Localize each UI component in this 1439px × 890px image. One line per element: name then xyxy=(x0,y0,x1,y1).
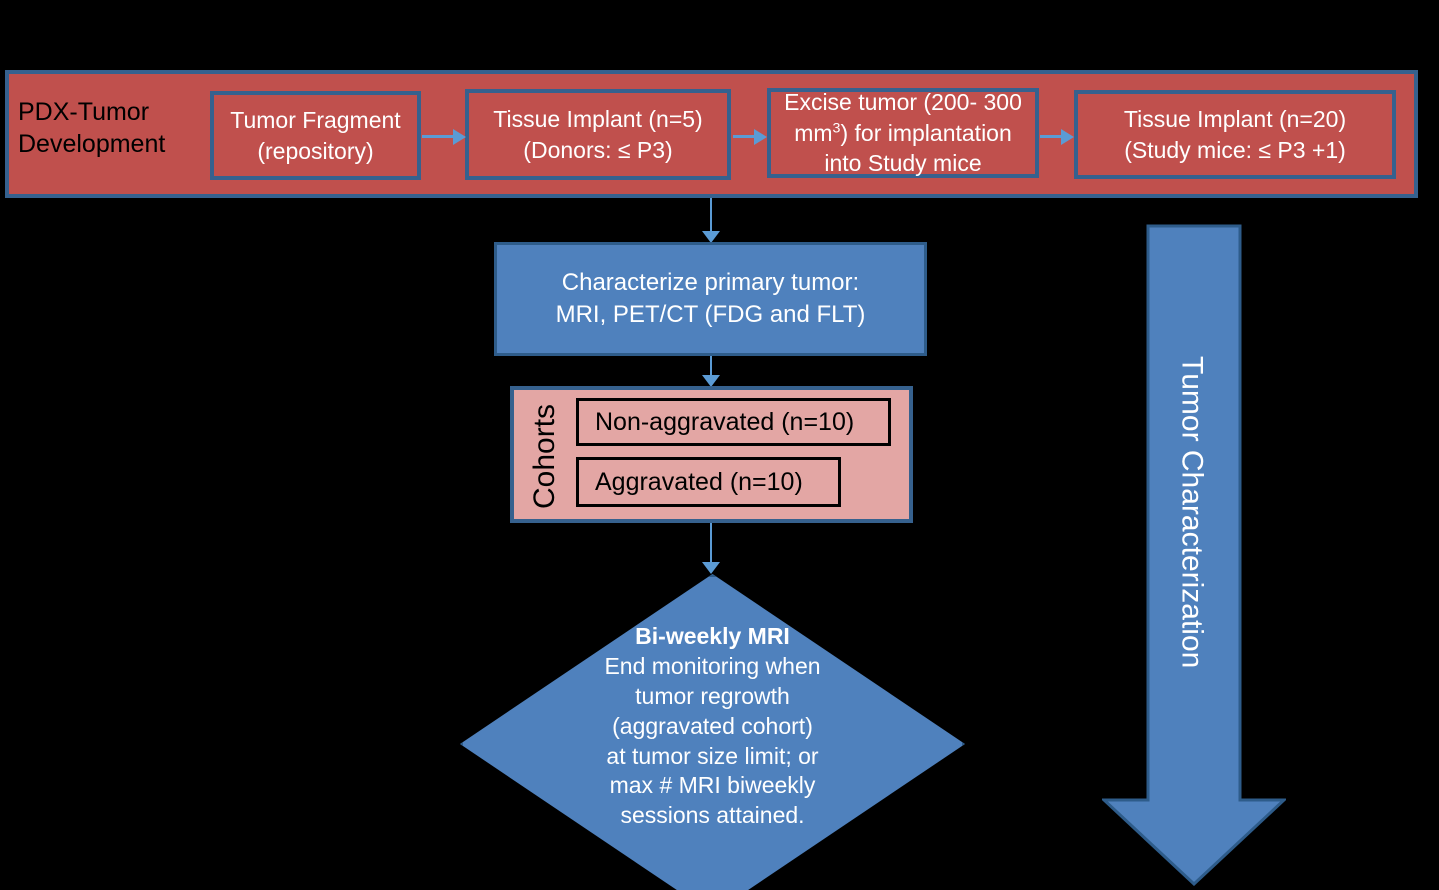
decision-line2: tumor regrowth xyxy=(635,682,790,709)
cohort-item-aggravated[interactable]: Aggravated (n=10) xyxy=(576,457,841,507)
decision-line1: End monitoring when xyxy=(604,652,821,679)
arrow-head-right-icon xyxy=(453,129,466,145)
connector-arrow-right-2 xyxy=(733,129,767,145)
arrow-head-down-icon xyxy=(702,375,720,387)
connector-arrow-down-1 xyxy=(702,198,720,244)
excise-tumor-line1: Excise tumor (200- 300 xyxy=(784,89,1022,116)
characterize-line2: MRI, PET/CT (FDG and FLT) xyxy=(555,301,866,328)
cohort-aggravated-label: Aggravated (n=10) xyxy=(595,467,803,496)
connector-arrow-right-3 xyxy=(1040,129,1074,145)
decision-diamond[interactable]: Bi-weekly MRI End monitoring when tumor … xyxy=(460,574,965,890)
tissue-implant-5-line2: (Donors: ≤ P3) xyxy=(523,136,673,163)
arrow-shaft xyxy=(710,523,712,563)
decision-line6: sessions attained. xyxy=(620,802,805,829)
tissue-implant-20-line2: (Study mice: ≤ P3 +1) xyxy=(1124,136,1346,163)
excise-tumor-unit: mm xyxy=(794,119,833,146)
process-box-excise-tumor[interactable]: Excise tumor (200- 300 mm3) for implanta… xyxy=(767,88,1039,178)
connector-arrow-down-3 xyxy=(702,523,720,575)
down-arrow-icon xyxy=(1102,224,1286,886)
excise-tumor-line2: ) for implantation xyxy=(840,119,1012,146)
excise-tumor-superscript: 3 xyxy=(832,120,841,137)
tumor-characterization-label: Tumor Characterization xyxy=(1175,355,1209,669)
cohort-non-aggravated-label: Non-aggravated (n=10) xyxy=(595,407,855,436)
decision-line3: (aggravated cohort) xyxy=(612,712,813,739)
decision-diamond-text: Bi-weekly MRI End monitoring when tumor … xyxy=(548,622,878,831)
arrow-shaft xyxy=(710,356,712,376)
arrow-head-right-icon xyxy=(754,129,767,145)
cohorts-group: Cohorts Non-aggravated (n=10) Aggravated… xyxy=(510,386,913,523)
decision-line5: max # MRI biweekly xyxy=(609,772,816,799)
tumor-characterization-arrow xyxy=(1102,224,1286,886)
arrow-shaft xyxy=(422,135,453,138)
tissue-implant-5-line1: Tissue Implant (n=5) xyxy=(493,106,703,133)
process-box-characterize-primary-tumor[interactable]: Characterize primary tumor: MRI, PET/CT … xyxy=(494,242,927,356)
process-box-tissue-implant-20[interactable]: Tissue Implant (n=20) (Study mice: ≤ P3 … xyxy=(1074,90,1396,179)
arrow-shaft xyxy=(1040,135,1061,138)
tumor-fragment-line2: (repository) xyxy=(257,137,374,164)
tumor-fragment-line1: Tumor Fragment xyxy=(230,107,401,134)
excise-tumor-line3: into Study mice xyxy=(824,150,982,177)
cohort-item-non-aggravated[interactable]: Non-aggravated (n=10) xyxy=(576,398,891,446)
arrow-head-down-icon xyxy=(702,562,720,574)
connector-arrow-down-2 xyxy=(702,356,720,388)
decision-title: Bi-weekly MRI xyxy=(635,623,790,649)
arrow-shaft xyxy=(710,198,712,232)
arrow-head-right-icon xyxy=(1061,129,1074,145)
cohorts-label: Cohorts xyxy=(528,403,561,510)
process-box-tissue-implant-5[interactable]: Tissue Implant (n=5) (Donors: ≤ P3) xyxy=(465,89,731,180)
process-box-tumor-fragment[interactable]: Tumor Fragment (repository) xyxy=(210,91,421,180)
arrow-shaft xyxy=(733,135,754,138)
tissue-implant-20-line1: Tissue Implant (n=20) xyxy=(1123,106,1347,133)
band-label: PDX-Tumor Development xyxy=(18,98,166,158)
characterize-line1: Characterize primary tumor: xyxy=(561,268,860,296)
decision-line4: at tumor size limit; or xyxy=(606,742,819,769)
arrow-head-down-icon xyxy=(702,231,720,243)
connector-arrow-right-1 xyxy=(422,129,466,145)
